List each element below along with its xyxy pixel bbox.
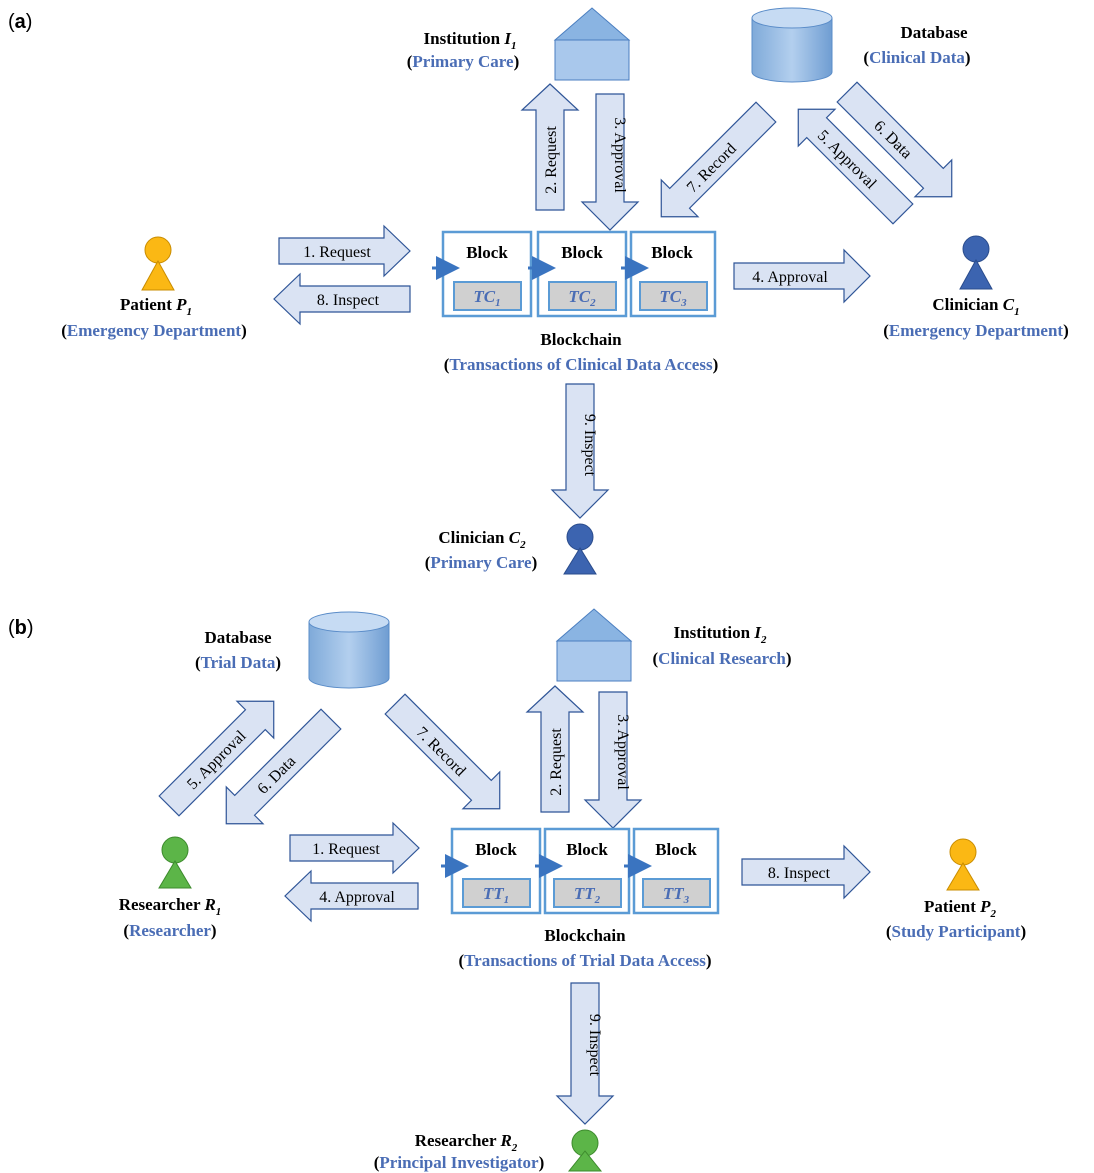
person-icon [959,235,993,290]
person-icon [158,836,192,889]
database-name: Database [900,23,968,42]
blockchain-role: (Transactions of Clinical Data Access) [444,355,719,374]
institution-name: Institution I1 [424,29,517,52]
svg-text:8. Inspect: 8. Inspect [768,865,831,882]
block: Block TC2 [536,230,628,318]
arrow-data-db: 6. Data [225,708,342,825]
panel-a: (a) Institution I1 (Primary Care) Databa… [8,7,1069,575]
svg-text:Block: Block [561,243,603,262]
left-actor-role: (Researcher) [123,921,216,940]
arrow-inspect-down: 9. Inspect [550,383,610,519]
svg-text:3. Approval: 3. Approval [611,117,628,193]
svg-text:4. Approval: 4. Approval [319,889,395,906]
arrow-request-up: 2. Request [525,685,585,813]
institution-name: Institution I2 [674,623,767,646]
bottom-actor-role: (Principal Investigator) [374,1153,544,1172]
block: Block TC3 [629,230,717,318]
arrow-request-left: 1. Request [289,821,420,875]
svg-text:2. Request: 2. Request [548,728,565,796]
svg-text:5. Approval: 5. Approval [814,127,880,193]
database-role: (Trial Data) [195,653,281,672]
panel-label: (b) [8,617,34,639]
transaction-label: TT3 [663,884,690,906]
blockchain-role: (Transactions of Trial Data Access) [458,951,711,970]
svg-text:8. Inspect: 8. Inspect [317,292,380,309]
right-actor-role: (Emergency Department) [883,321,1069,340]
database-icon [308,611,390,689]
arrow-approval-db: 5. Approval [158,700,275,817]
svg-text:Block: Block [566,840,608,859]
blockchain: Block TC1 Block TC2 Block TC3 [432,230,717,318]
arrow-request-up: 2. Request [520,83,580,211]
svg-text:Block: Block [651,243,693,262]
person-icon [567,1129,603,1172]
svg-text:1. Request: 1. Request [312,841,380,858]
right-actor-name: Clinician C1 [932,295,1019,318]
institution-role: (Clinical Research) [653,649,792,668]
arrow-approval-right: 4. Approval [733,248,871,304]
arrow-approval-left: 4. Approval [284,869,419,923]
blockchain-name: Blockchain [540,330,622,349]
bottom-actor-name: Clinician C2 [438,528,526,551]
arrow-record-db: 7. Record [660,101,777,218]
arrow-approval-down: 3. Approval [583,691,643,829]
arrow-record-db: 7. Record [384,693,501,810]
right-actor-name: Patient P2 [924,897,997,920]
block: Block TT1 [450,827,542,915]
svg-text:Block: Block [655,840,697,859]
block: Block TT2 [543,827,631,915]
left-actor-name: Patient P1 [120,295,192,318]
svg-text:Block: Block [466,243,508,262]
institution-icon [555,608,633,682]
bottom-actor-role: (Primary Care) [425,553,538,572]
transaction-label: TT2 [574,884,601,906]
block: Block TC1 [441,230,533,318]
database-icon [751,7,833,83]
svg-text:3. Approval: 3. Approval [614,714,631,790]
right-actor-role: (Study Participant) [886,922,1026,941]
svg-text:9. Inspect: 9. Inspect [581,414,598,477]
transaction-label: TC2 [568,287,596,309]
arrow-inspect-right: 8. Inspect [741,844,871,900]
arrow-approval-down: 3. Approval [580,93,640,231]
svg-text:9. Inspect: 9. Inspect [586,1014,603,1077]
institution-icon [553,7,631,81]
transaction-label: TC1 [473,287,500,309]
arrow-inspect-left: 8. Inspect [273,272,411,326]
panel-b: (b) Database (Trial Data) Institution I2… [8,608,1026,1172]
svg-text:5. Approval: 5. Approval [184,727,250,793]
blockchain: Block TT1 Block TT2 Block TT3 [441,827,720,915]
database-name: Database [204,628,272,647]
person-icon [563,523,597,575]
database-role: (Clinical Data) [863,48,970,67]
panel-label: (a) [8,11,32,33]
person-icon [141,236,175,291]
transaction-label: TT1 [483,884,509,906]
bottom-actor-name: Researcher R2 [415,1131,518,1154]
svg-text:2. Request: 2. Request [543,126,560,194]
arrow-request-left: 1. Request [278,224,411,278]
left-actor-role: (Emergency Department) [61,321,247,340]
block: Block TT3 [632,827,720,915]
person-icon [946,838,980,891]
left-actor-name: Researcher R1 [119,895,222,918]
arrow-inspect-down: 9. Inspect [555,982,615,1125]
svg-text:1. Request: 1. Request [303,244,371,261]
transaction-label: TC3 [659,287,687,309]
svg-text:Block: Block [475,840,517,859]
svg-text:4. Approval: 4. Approval [752,269,828,286]
blockchain-name: Blockchain [544,926,626,945]
institution-role: (Primary Care) [407,52,520,71]
